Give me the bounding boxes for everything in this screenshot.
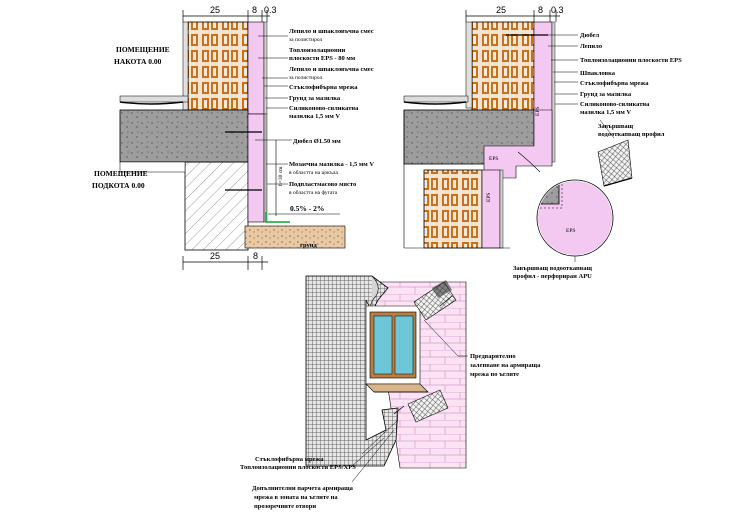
eps-tag: EPS	[486, 193, 492, 202]
label-mesh-right: Стъклофибърна мрежа	[580, 80, 649, 87]
left-top-dimension: 25 8 0.3	[182, 5, 277, 22]
label-additional-mesh-3: прозоречните отвори	[254, 503, 316, 510]
label-adhesive: Лепило и шпакловъчна смес	[289, 28, 374, 35]
lower-insulation-right	[481, 169, 501, 249]
label-adhesive-b2: за полистирол	[289, 75, 323, 81]
socle-insulation	[247, 113, 265, 223]
gravel-bed	[244, 225, 346, 249]
label-putty-right: Шпакловка	[580, 70, 616, 77]
label-insulation-boards: Топлоизолационни	[289, 47, 346, 54]
label-adhesive-2: за полистирол	[289, 37, 323, 43]
label-dowel: Дюбел Ø1.50 мм	[293, 138, 341, 145]
label-mosaic-plaster-2: в областта на цокъла	[289, 169, 338, 176]
label-primer: Грунд за мазилка	[289, 95, 341, 102]
label-additional-mesh-2: мрежа в зоната на ъглите на	[254, 494, 338, 501]
floor-slab	[119, 109, 249, 163]
dim-vertical-zone: h=30 cm	[278, 166, 284, 186]
label-dowel-right: Дюбел	[580, 32, 599, 39]
bottom-detail: Предварително залепване на армираща мреж…	[240, 275, 541, 510]
label-sealant-2: в областта на фугата	[289, 189, 338, 196]
label-silicate-plaster-2: мазилка 1,5 мм V	[289, 113, 340, 120]
left-leaders	[255, 35, 292, 185]
label-pre-mesh: Предварително	[470, 353, 516, 360]
label-eps-boards-right: Топлоизолационни плоскости EPS	[580, 57, 682, 64]
dim-insul-top-right: 8	[538, 5, 543, 15]
label-fiberglass-mesh: Стъклофибърна мрежа	[289, 84, 358, 91]
dim-brick-top-right: 25	[496, 5, 506, 15]
dim-plaster-top: 0.3	[264, 5, 277, 15]
eps-tag: EPS	[535, 107, 541, 116]
left-bottom-dimension: 25 8	[182, 251, 268, 270]
label-grunt: грунд	[300, 242, 317, 249]
label-pre-mesh-3: мрежа по ъглите	[470, 371, 519, 378]
label-mosaic-plaster: Мозаечна мазилка - 1,5 мм V	[289, 161, 374, 168]
label-adhesive-b: Лепило и шпакловъчна смес	[289, 66, 374, 73]
left-detail: 25 8 0.3 грунд h=30 cm	[92, 5, 374, 270]
eps-tag: EPS	[489, 156, 498, 162]
mesh-panel	[305, 275, 399, 467]
label-mesh-bottom: Стъклофибърна мрежа	[255, 456, 324, 463]
upper-brick-wall	[187, 21, 249, 111]
label-slope: 0.5% - 2%	[290, 204, 324, 213]
label-adhesive-right: Лепило	[580, 43, 602, 50]
label-apu-profile-2: профил - перфориран APU	[513, 273, 592, 280]
label-primer-right: Грунд за мазилка	[580, 91, 632, 98]
label-sealant: Подпластмасово място	[289, 181, 356, 188]
label-pre-mesh-2: залепване на армираща	[470, 362, 541, 369]
detail-callout-circle: EPS	[517, 151, 614, 257]
room-upper-line1: ПОМЕЩЕНИЕ	[116, 45, 170, 54]
dim-insul-bottom: 8	[253, 251, 258, 261]
label-eps-xps: Топлоизолационни плоскости EPS/XPS	[240, 464, 356, 471]
right-leaders	[540, 34, 615, 262]
eps-tag: EPS	[566, 228, 575, 234]
corner-mesh-piece	[432, 280, 452, 298]
label-additional-mesh: Допълнителни парчета армираща	[252, 485, 354, 492]
label-plaster-right: Силиконово-силикатна	[580, 101, 650, 108]
window	[365, 305, 429, 393]
dim-brick-top: 25	[210, 5, 220, 15]
right-top-dimension: 25 8 0.3	[465, 5, 564, 22]
room-lower-line2: ПОДКОТА 0.00	[92, 181, 145, 190]
label-drip-profile-2: водооткапващ профил	[598, 131, 665, 138]
lower-brick-wall-right	[423, 169, 483, 249]
corner-mesh-piece	[407, 389, 449, 423]
right-detail: 25 8 0.3 EPS EPS EPS	[403, 5, 682, 280]
label-silicate-plaster: Силиконово-силикатна	[289, 105, 359, 112]
room-lower-line1: ПОМЕЩЕНИЕ	[94, 169, 148, 178]
label-insulation-boards-2: плоскости EPS - 80 мм	[289, 55, 356, 62]
room-upper-line2: НАКОТА 0.00	[114, 57, 162, 66]
dim-insul-top: 8	[252, 5, 257, 15]
label-plaster-right-2: мазилка 1,5 мм V	[580, 109, 631, 116]
lower-wall	[184, 161, 249, 251]
label-apu-profile: Завършващ водооткапващ	[513, 265, 593, 272]
label-drip-profile: Завършващ	[598, 123, 634, 130]
drip-profile-icon	[597, 139, 633, 187]
dim-brick-bottom: 25	[210, 251, 220, 261]
dim-plaster-top-right: 0.3	[551, 5, 564, 15]
